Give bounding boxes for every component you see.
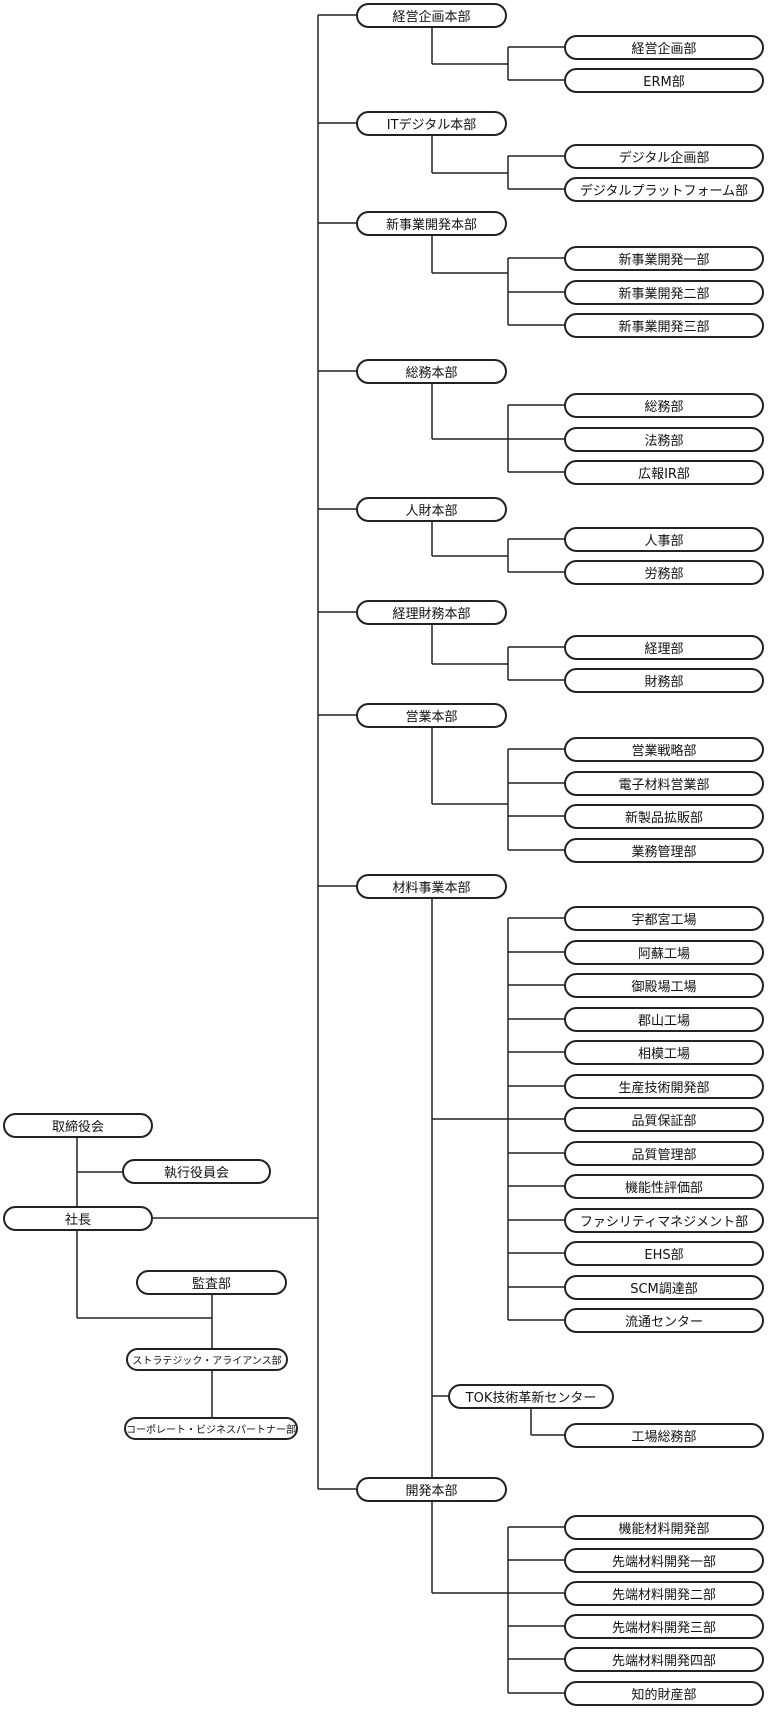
corporate-partner-box: コーポレート・ビジネスパートナー部 — [124, 1417, 298, 1440]
department-box: 新製品拡販部 — [564, 804, 764, 829]
department-box: 先端材料開発四部 — [564, 1647, 764, 1672]
department-box: 相模工場 — [564, 1040, 764, 1065]
division-box: TOK技術革新センター — [448, 1384, 614, 1409]
department-box: ERM部 — [564, 68, 764, 93]
department-box: 先端材料開発二部 — [564, 1581, 764, 1606]
department-box: 経営企画部 — [564, 35, 764, 60]
department-box: デジタル企画部 — [564, 144, 764, 169]
department-box: 新事業開発二部 — [564, 280, 764, 305]
division-box: 開発本部 — [356, 1477, 507, 1502]
department-box: SCM調達部 — [564, 1275, 764, 1300]
division-box: 新事業開発本部 — [356, 211, 507, 236]
audit-box: 監査部 — [136, 1270, 287, 1295]
department-box: 機能性評価部 — [564, 1174, 764, 1199]
division-box: 総務本部 — [356, 359, 507, 384]
department-box: 法務部 — [564, 427, 764, 452]
department-box: 新事業開発三部 — [564, 313, 764, 338]
department-box: 阿蘇工場 — [564, 940, 764, 965]
department-box: 電子材料営業部 — [564, 771, 764, 796]
department-box: 工場総務部 — [564, 1423, 764, 1448]
department-box: 先端材料開発三部 — [564, 1614, 764, 1639]
department-box: 宇都宮工場 — [564, 906, 764, 931]
department-box: 流通センター — [564, 1308, 764, 1333]
department-box: 財務部 — [564, 668, 764, 693]
department-box: 人事部 — [564, 527, 764, 552]
department-box: 生産技術開発部 — [564, 1074, 764, 1099]
department-box: ファシリティマネジメント部 — [564, 1208, 764, 1233]
department-box: 品質管理部 — [564, 1141, 764, 1166]
department-box: 知的財産部 — [564, 1681, 764, 1706]
exec-committee-box: 執行役員会 — [122, 1159, 271, 1184]
department-box: 業務管理部 — [564, 838, 764, 863]
department-box: 機能材料開発部 — [564, 1515, 764, 1540]
division-box: ITデジタル本部 — [356, 111, 507, 136]
department-box: 営業戦略部 — [564, 737, 764, 762]
department-box: 経理部 — [564, 635, 764, 660]
division-box: 材料事業本部 — [356, 874, 507, 899]
president-box: 社長 — [3, 1206, 153, 1231]
division-box: 営業本部 — [356, 703, 507, 728]
board-box: 取締役会 — [3, 1113, 153, 1138]
department-box: 郡山工場 — [564, 1007, 764, 1032]
division-box: 経理財務本部 — [356, 600, 507, 625]
department-box: 総務部 — [564, 393, 764, 418]
department-box: EHS部 — [564, 1241, 764, 1266]
strategic-alliance-box: ストラテジック・アライアンス部 — [126, 1348, 288, 1371]
department-box: 広報IR部 — [564, 460, 764, 485]
division-box: 経営企画本部 — [356, 3, 507, 28]
department-box: 品質保証部 — [564, 1107, 764, 1132]
department-box: 新事業開発一部 — [564, 246, 764, 271]
department-box: 労務部 — [564, 560, 764, 585]
division-box: 人財本部 — [356, 497, 507, 522]
department-box: デジタルプラットフォーム部 — [564, 177, 764, 202]
department-box: 御殿場工場 — [564, 973, 764, 998]
department-box: 先端材料開発一部 — [564, 1548, 764, 1573]
